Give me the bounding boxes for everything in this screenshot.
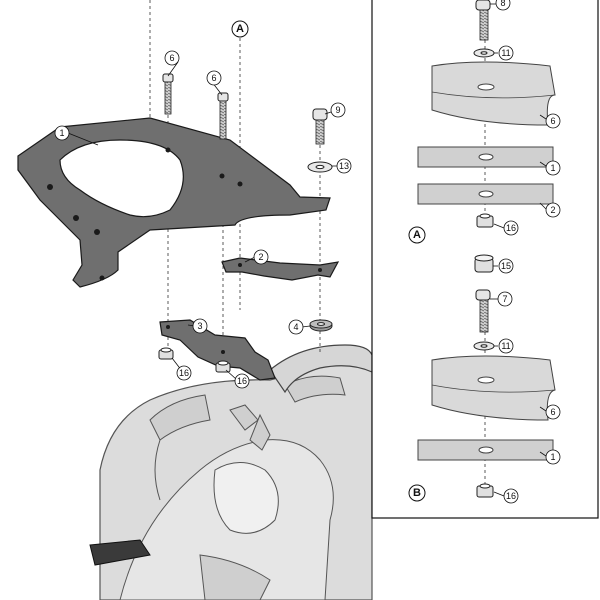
detail-b-cap-15	[474, 254, 494, 273]
svg-text:6: 6	[550, 407, 555, 417]
svg-text:9: 9	[335, 105, 340, 115]
svg-text:B: B	[413, 487, 421, 499]
detail-a-callout-16: 16	[503, 220, 519, 236]
svg-text:15: 15	[501, 261, 511, 271]
svg-text:8: 8	[500, 0, 505, 8]
callout-4: 4	[288, 319, 304, 335]
detail-b-panel-6	[431, 355, 556, 421]
detail-b-callout-6: 6	[545, 404, 561, 420]
top-plate	[17, 117, 331, 288]
svg-text:7: 7	[502, 294, 507, 304]
svg-text:1: 1	[59, 128, 64, 138]
nut-16-left	[158, 347, 174, 360]
bolt-9	[312, 108, 328, 145]
svg-text:16: 16	[506, 491, 516, 501]
svg-text:1: 1	[550, 452, 555, 462]
detail-a-label: A	[408, 226, 426, 244]
svg-text:16: 16	[237, 376, 247, 386]
detail-a-plate-2	[417, 183, 554, 205]
motorcycle-tail-outline	[89, 344, 373, 600]
svg-text:6: 6	[169, 53, 174, 63]
callout-1: 1	[54, 125, 70, 141]
detail-a-callout-11: 11	[498, 45, 514, 61]
detail-panel: 8 11 6 1 2 16 A 15 7 11 6 1 16 B	[371, 0, 599, 519]
detail-b-callout-15: 15	[498, 258, 514, 274]
svg-text:2: 2	[550, 205, 555, 215]
callout-16-left: 16	[176, 365, 192, 381]
svg-text:6: 6	[211, 73, 216, 83]
detail-a-nut-16	[476, 213, 494, 228]
spacer-4	[309, 319, 333, 332]
svg-text:1: 1	[550, 163, 555, 173]
detail-a-plate-1	[417, 146, 554, 168]
bolt-6-right	[217, 92, 229, 140]
detail-b-label: B	[408, 484, 426, 502]
svg-text:11: 11	[501, 48, 510, 58]
callout-6-right: 6	[206, 70, 222, 86]
detail-b-plate-1	[417, 439, 554, 461]
callout-6-left: 6	[164, 50, 180, 66]
detail-b-callout-11: 11	[498, 338, 514, 354]
bolt-6-left	[162, 73, 174, 115]
svg-text:4: 4	[293, 322, 298, 332]
detail-b-washer-11	[473, 341, 495, 351]
nut-16-right	[215, 360, 231, 373]
svg-text:16: 16	[506, 223, 516, 233]
detail-b-bolt-7	[475, 289, 491, 333]
view-marker-a: A	[231, 20, 249, 38]
callout-16-right: 16	[234, 373, 250, 389]
svg-text:A: A	[413, 229, 421, 241]
svg-text:3: 3	[197, 321, 202, 331]
svg-text:11: 11	[501, 341, 510, 351]
detail-a-washer-11	[473, 48, 495, 58]
detail-a-callout-2: 2	[545, 202, 561, 218]
svg-text:2: 2	[258, 252, 263, 262]
detail-a-panel-6	[431, 61, 556, 126]
detail-a-callout-6: 6	[545, 113, 561, 129]
washer-13	[307, 161, 333, 173]
svg-text:A: A	[236, 23, 244, 35]
callout-3: 3	[192, 318, 208, 334]
svg-text:16: 16	[179, 368, 189, 378]
bracket-plate-3	[159, 319, 276, 381]
svg-text:6: 6	[550, 116, 555, 126]
detail-b-callout-16: 16	[503, 488, 519, 504]
detail-b-nut-16	[476, 483, 494, 498]
detail-b-callout-7: 7	[497, 291, 513, 307]
bracket-plate-2	[221, 257, 340, 281]
detail-a-bolt-8	[475, 0, 491, 41]
svg-text:13: 13	[339, 161, 349, 171]
callout-2: 2	[253, 249, 269, 265]
callout-9: 9	[330, 102, 346, 118]
detail-a-callout-8: 8	[495, 0, 511, 11]
callout-13: 13	[336, 158, 352, 174]
detail-b-callout-1: 1	[545, 449, 561, 465]
detail-a-callout-1: 1	[545, 160, 561, 176]
